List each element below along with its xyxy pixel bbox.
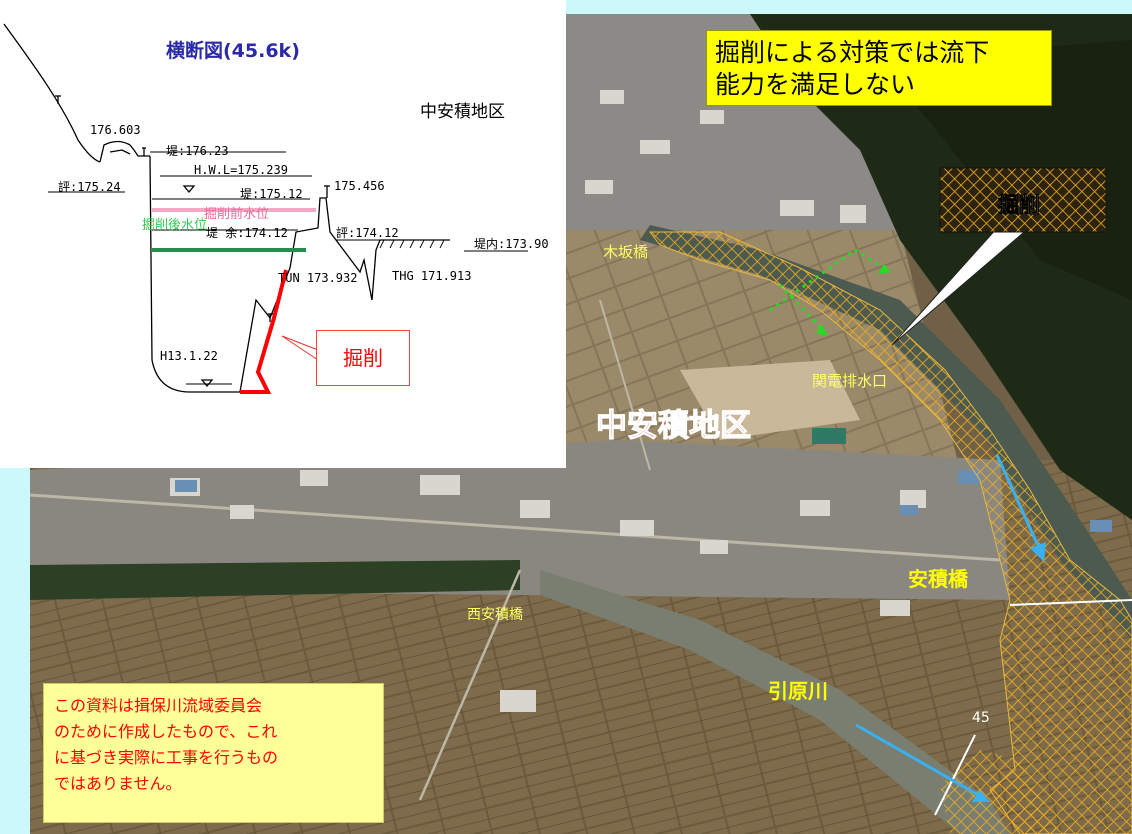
headline-line-2: 能力を満足しない bbox=[715, 70, 916, 99]
section-line-45 bbox=[934, 734, 976, 816]
headline-line-1: 掘削による対策では流下 bbox=[715, 38, 990, 67]
disclaimer-line-4: ではありません。 bbox=[54, 774, 182, 793]
disclaimer-line-1: この資料は揖保川流域委員会 bbox=[54, 696, 263, 715]
section-line-upper bbox=[1009, 599, 1132, 606]
cs-elev-left-top: 176.603 bbox=[90, 123, 141, 137]
disclaimer-line-3: に基づき実際に工事を行うもの bbox=[54, 748, 279, 767]
cs-excavation-label-box: 掘削 bbox=[316, 330, 410, 386]
cs-district: 中安積地区 bbox=[420, 102, 505, 122]
cs-thg: THG 171.913 bbox=[392, 269, 471, 283]
cs-water-before: 掘削前水位 bbox=[204, 206, 269, 222]
excavation-line bbox=[240, 269, 288, 394]
photo-excavation-label: 掘削 bbox=[998, 193, 1040, 217]
km-marker-label: 45 bbox=[972, 710, 990, 726]
cs-elev-right-top: 175.456 bbox=[334, 179, 385, 193]
cs-tun: TUN 173.932 bbox=[278, 271, 357, 285]
district-label: 中安積地区 bbox=[596, 408, 751, 444]
bridge-nishiyasumi-label: 西安積橋 bbox=[467, 607, 523, 623]
cs-hwl: H.W.L=175.239 bbox=[194, 163, 288, 177]
excavation-pointer bbox=[281, 335, 319, 361]
flow-arrows-blue bbox=[855, 454, 1046, 802]
disclaimer-note: この資料は揖保川流域委員会 のために作成したもので、これ に基づき実際に工事を行… bbox=[43, 683, 384, 823]
bridge-yasumi-label: 安積橋 bbox=[908, 567, 969, 591]
cs-levee-margin: 堤 余:174.12 bbox=[206, 225, 288, 240]
green-arrowhead-1 bbox=[878, 264, 890, 274]
cs-title: 横断図(45.6k) bbox=[166, 39, 300, 62]
cs-excavation-label: 掘削 bbox=[343, 346, 383, 370]
green-arrowhead-2 bbox=[816, 325, 828, 336]
cs-survey-date: H13.1.22 bbox=[160, 349, 218, 363]
cs-levee-mid: 堤:175.12 bbox=[240, 187, 303, 201]
cross-section-panel bbox=[0, 0, 566, 468]
excavation-hatch-area bbox=[648, 231, 1132, 834]
disclaimer-line-2: のために作成したもので、これ bbox=[54, 722, 278, 741]
cs-inner-levee: 堤内:173.90 bbox=[474, 237, 549, 251]
river-label: 引原川 bbox=[768, 679, 828, 703]
excavation-hatch-lower bbox=[940, 750, 1060, 834]
cs-water-after: 掘削後水位 bbox=[142, 218, 207, 233]
cs-levee-left: 堤:176.23 bbox=[166, 144, 229, 158]
headline-callout: 掘削による対策では流下 能力を満足しない bbox=[706, 30, 1052, 106]
outlet-label: 関電排水口 bbox=[812, 372, 887, 390]
bridge-kisaka-label: 木坂橋 bbox=[603, 243, 648, 261]
cs-bank-left: 評:175.24 bbox=[58, 179, 121, 194]
excavation-callout-box bbox=[939, 167, 1107, 233]
cs-bank-right: 評:174.12 bbox=[336, 225, 399, 240]
cross-section-drawing bbox=[3, 23, 528, 393]
